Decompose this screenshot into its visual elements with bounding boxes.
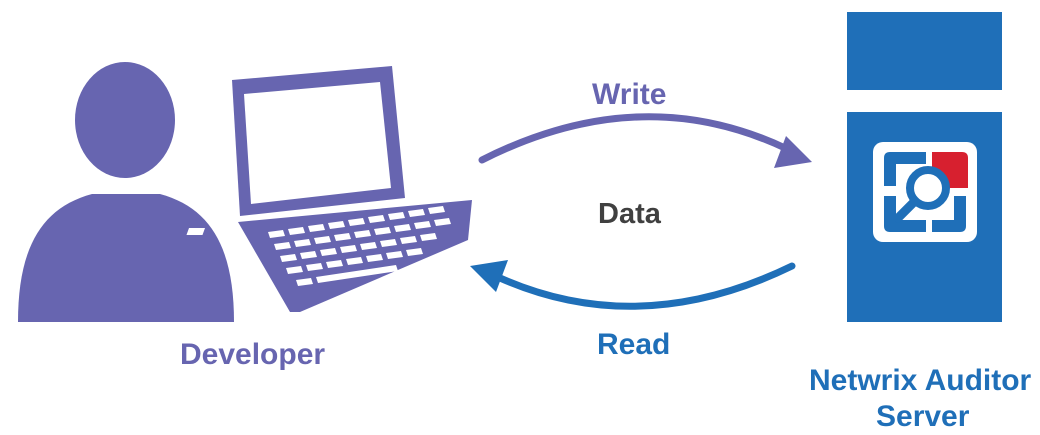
write-label: Write bbox=[592, 78, 667, 111]
person-icon bbox=[18, 62, 234, 322]
laptop-icon bbox=[186, 66, 472, 312]
server-label-line2: Server bbox=[876, 400, 970, 433]
keyboard-keys bbox=[268, 206, 451, 286]
write-arrow-icon bbox=[478, 113, 812, 168]
data-label: Data bbox=[598, 198, 661, 230]
server-label-line1: Netwrix Auditor bbox=[809, 364, 1032, 397]
netwrix-auditor-logo-icon bbox=[873, 142, 977, 242]
read-arrow-icon bbox=[470, 260, 796, 310]
developer-label: Developer bbox=[180, 338, 326, 371]
read-label: Read bbox=[597, 328, 671, 361]
